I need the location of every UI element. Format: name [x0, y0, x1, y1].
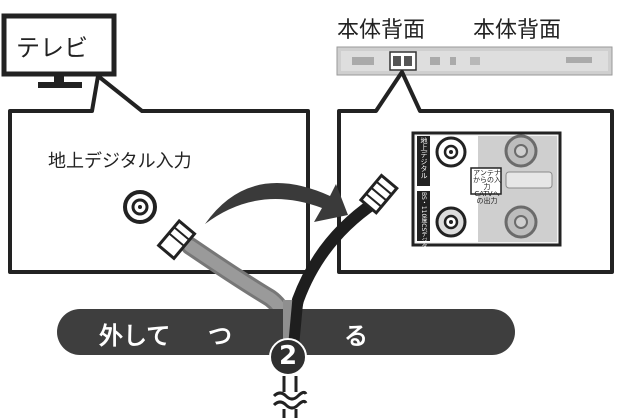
terminal-closeup [411, 131, 562, 247]
recorder-plug [358, 173, 399, 215]
port-label-bs-cs: BS・110度CSデジタル [420, 192, 427, 256]
tv-label: テレビ [16, 34, 88, 62]
step-circle [269, 338, 307, 376]
recorder-back-label: 本体背面 [337, 18, 426, 43]
tv-input-label: 地上デジタル入力 [48, 151, 192, 172]
step-number: 2 [279, 341, 298, 371]
recorder-back-label-duplicate: 本体背面 [473, 18, 562, 43]
port-label-terrestrial: 地上デジタル [420, 137, 428, 179]
instruction-text-right: る [344, 322, 368, 350]
recorder-unit [336, 46, 613, 76]
tv-input-jack [123, 190, 157, 224]
curved-arrow [205, 183, 348, 224]
instruction-text-mid: つ [208, 322, 232, 350]
tv-callout-panel [8, 74, 310, 274]
tv-plug [156, 218, 197, 261]
cut-symbol-icon [272, 376, 308, 418]
instruction-text-left: 外して [99, 322, 171, 350]
center-label-antenna: アンテナ からの入力 CATVへの出力 [473, 169, 501, 205]
tv-icon [1, 13, 117, 88]
